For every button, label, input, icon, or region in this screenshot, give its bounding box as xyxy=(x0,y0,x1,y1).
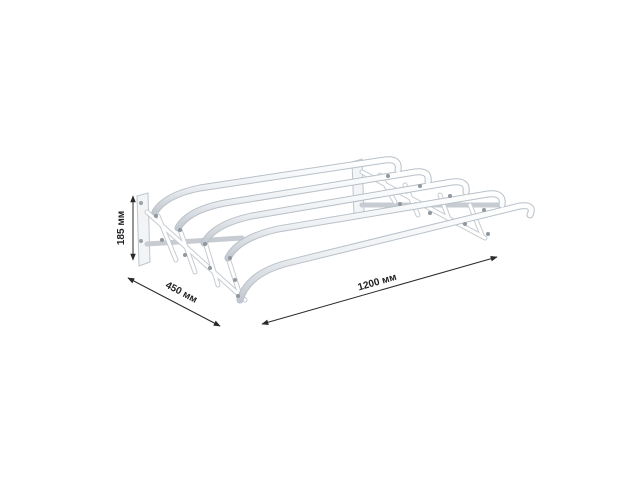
width-dimension: 1200 мм xyxy=(261,256,498,325)
height-label: 185 мм xyxy=(116,211,127,245)
width-label: 1200 мм xyxy=(357,272,398,294)
left-wall-bracket xyxy=(136,192,151,267)
depth-label: 450 мм xyxy=(163,280,198,306)
rivets xyxy=(154,174,490,298)
height-dimension: 185 мм xyxy=(116,195,136,261)
depth-dimension: 450 мм xyxy=(127,277,221,327)
drying-bars xyxy=(151,156,535,304)
